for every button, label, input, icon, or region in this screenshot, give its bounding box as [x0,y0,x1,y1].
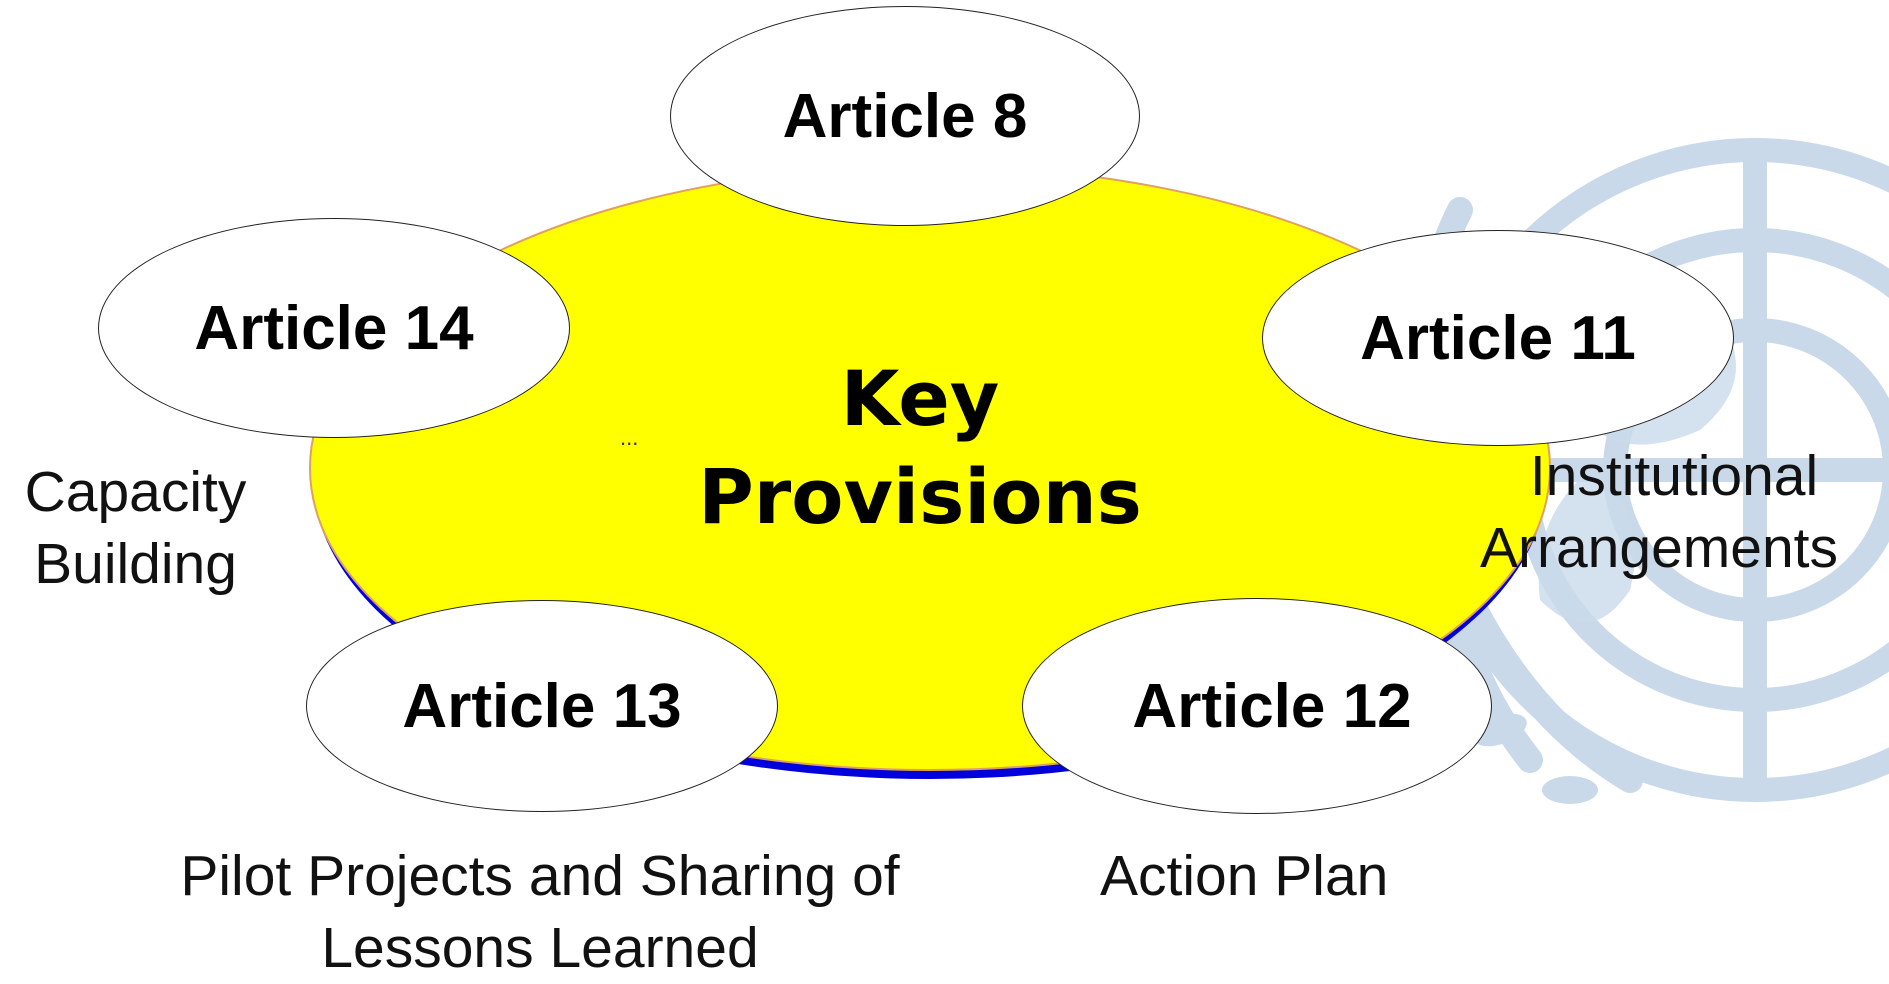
article-13-label: Article 13 [402,671,682,741]
center-title: Key Provisions [670,350,1170,546]
caption-line: Action Plan [1100,844,1389,908]
caption-capacity-building: Capacity Building [8,456,263,600]
article-11-oval: Article 11 [1262,230,1734,446]
article-12-oval: Article 12 [1022,598,1492,814]
caption-action-plan: Action Plan [1100,840,1388,912]
article-14-oval: Article 14 [98,218,570,438]
article-11-label: Article 11 [1360,303,1636,373]
article-14-label: Article 14 [194,293,474,363]
caption-line: Capacity [24,460,247,524]
caption-line: Institutional [1529,444,1819,508]
caption-pilot-projects: Pilot Projects and Sharing of Lessons Le… [130,840,950,984]
article-13-oval: Article 13 [306,600,778,812]
caption-line: Building [34,532,237,596]
article-8-oval: Article 8 [670,6,1140,226]
caption-line: Arrangements [1480,516,1839,580]
ellipsis-marker: ... [620,425,639,450]
caption-line: Lessons Learned [321,916,759,980]
center-title-line2: Provisions [698,452,1142,541]
article-12-label: Article 12 [1132,671,1412,741]
center-title-line1: Key [840,354,1000,443]
caption-line: Pilot Projects and Sharing of [180,844,900,908]
caption-institutional-arrangements: Institutional Arrangements [1480,440,1838,584]
article-8-label: Article 8 [782,81,1028,151]
